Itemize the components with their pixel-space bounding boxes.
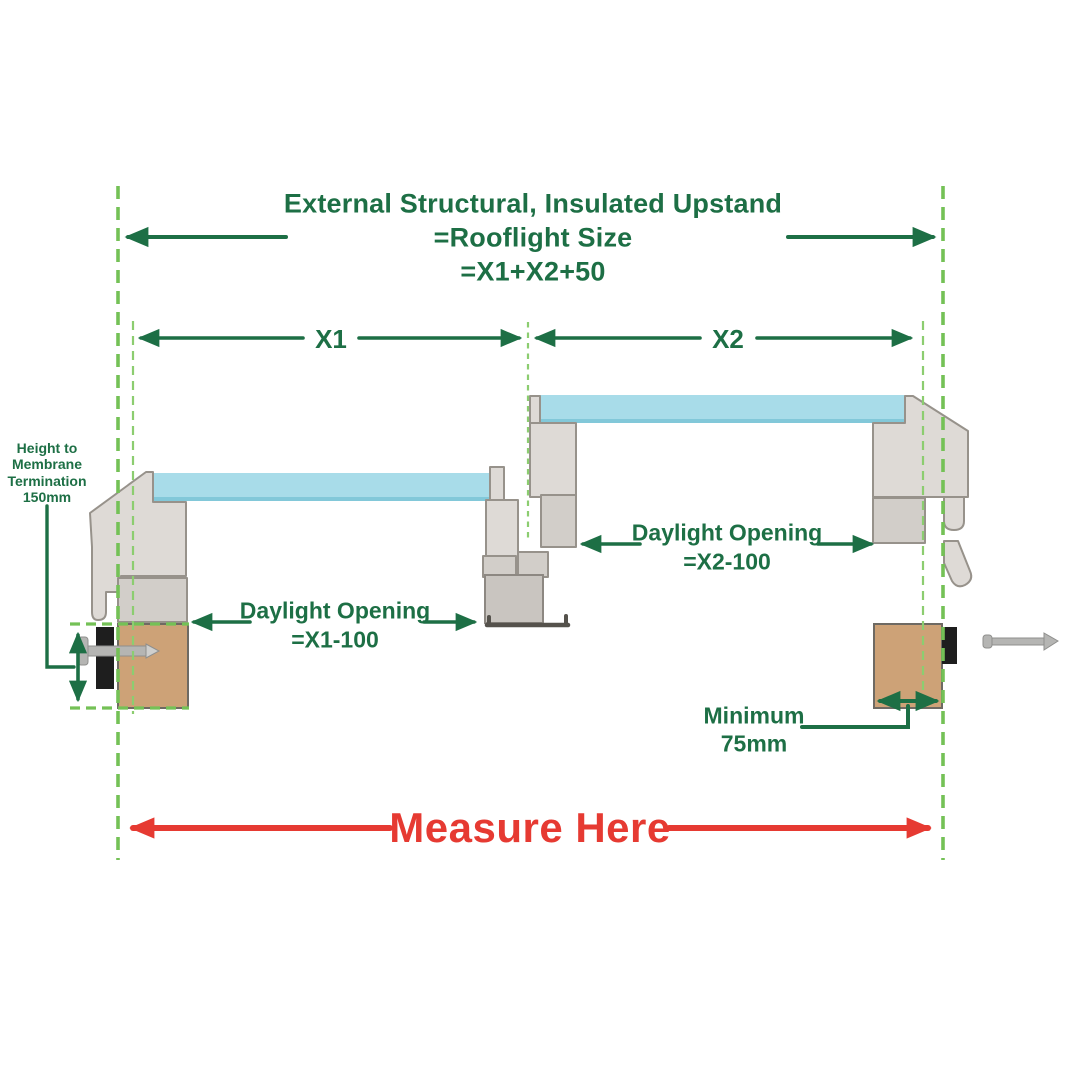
height-membrane-label-line-1: Height to xyxy=(16,440,78,456)
center-support-block xyxy=(484,574,544,624)
measure-here-label: Measure Here xyxy=(389,804,671,851)
right-timber-upstand xyxy=(873,623,943,709)
daylight-opening-x1-label-line-2: =X1-100 xyxy=(291,626,379,653)
right-membrane-pad xyxy=(942,627,957,664)
x1-dimension-label: X1 xyxy=(315,324,347,354)
daylight-opening-x2-label-line-1: Daylight Opening xyxy=(631,519,823,546)
left-membrane-pad xyxy=(96,627,114,689)
right-fixing-screw xyxy=(982,632,1059,651)
center-right-frame-profile xyxy=(529,395,577,548)
center-left-frame-profile xyxy=(482,466,549,578)
daylight-opening-x2-label-line-2: =X2-100 xyxy=(683,548,771,575)
title-line-2: =Rooflight Size xyxy=(433,222,633,253)
x2-dimension-label: X2 xyxy=(712,324,744,354)
height-leader-line xyxy=(45,504,76,669)
left-frame-profile xyxy=(89,471,188,623)
height-membrane-label-line-4: 150mm xyxy=(22,489,72,505)
minimum-label-line-1: Minimum xyxy=(703,702,805,729)
membrane-baseline xyxy=(484,614,571,628)
title-line-1: External Structural, Insulated Upstand xyxy=(283,188,783,219)
left-rooflight-glazing xyxy=(153,473,493,501)
height-membrane-label-line-3: Termination xyxy=(7,473,87,489)
minimum-leader-line xyxy=(800,704,910,729)
minimum-label-line-2: 75mm xyxy=(720,730,788,757)
height-membrane-label-line-2: Membrane xyxy=(11,456,83,472)
right-rooflight-glazing xyxy=(540,395,906,423)
left-timber-upstand xyxy=(117,623,189,709)
daylight-opening-x1-label-line-1: Daylight Opening xyxy=(239,597,431,624)
title-line-3: =X1+X2+50 xyxy=(460,256,606,287)
